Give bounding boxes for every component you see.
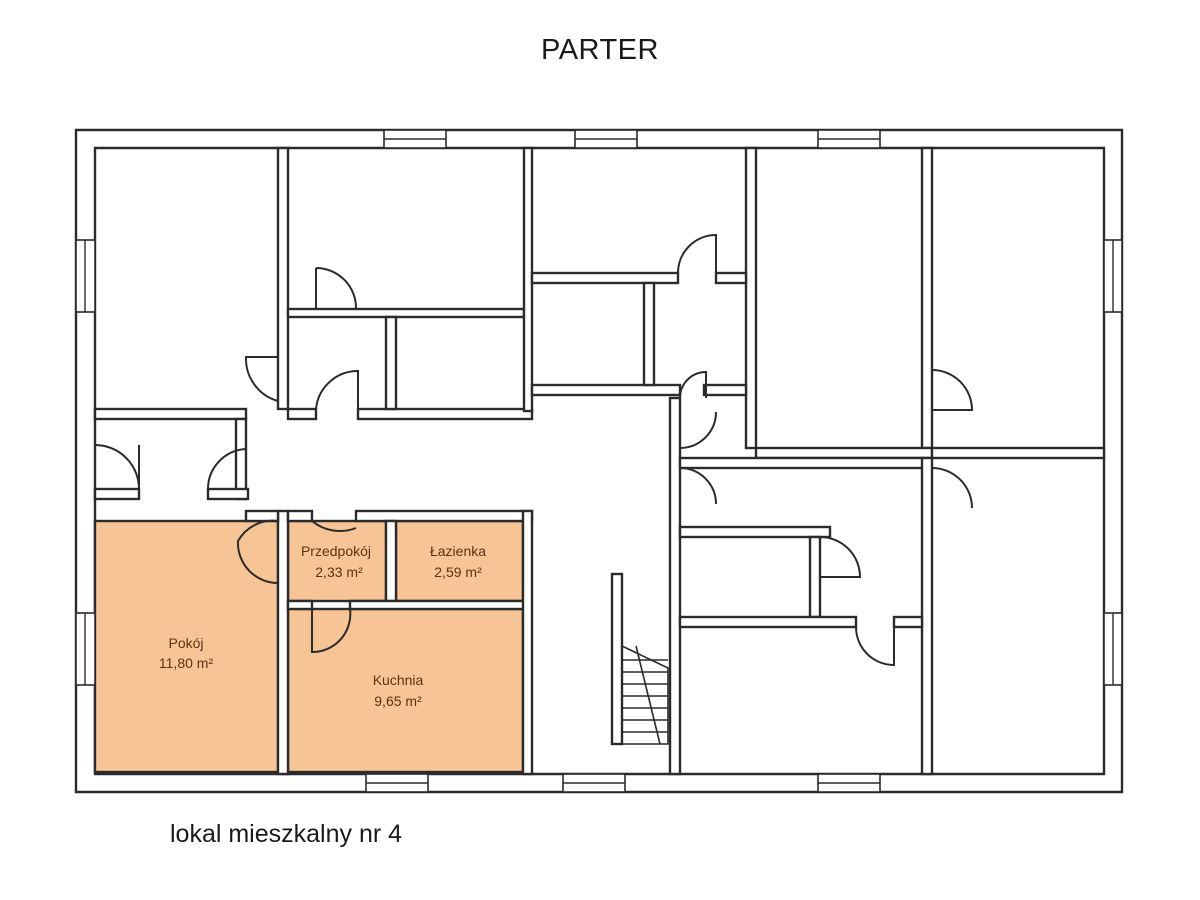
room-label-kuchnia: Kuchnia [373,672,424,688]
room-area-przedpokoj: 2,33 m² [315,564,363,580]
room-lazienka [394,519,525,603]
room-area-lazienka: 2,59 m² [434,564,482,580]
room-kuchnia [286,607,525,774]
room-pokoj [93,519,280,774]
apartment-caption: lokal mieszkalny nr 4 [170,820,403,848]
windows [75,129,1123,793]
doors [94,233,974,667]
interior-walls [93,146,1106,776]
room-label-przedpokoj: Przedpokój [301,543,371,559]
room-label-lazienka: Łazienka [430,543,486,559]
room-przedpokoj [286,519,388,603]
room-area-pokoj: 11,80 m² [159,655,214,671]
plan-title: PARTER [541,34,659,66]
room-area-kuchnia: 9,65 m² [374,693,422,709]
room-label-pokoj: Pokój [168,635,203,651]
staircase [621,645,669,745]
